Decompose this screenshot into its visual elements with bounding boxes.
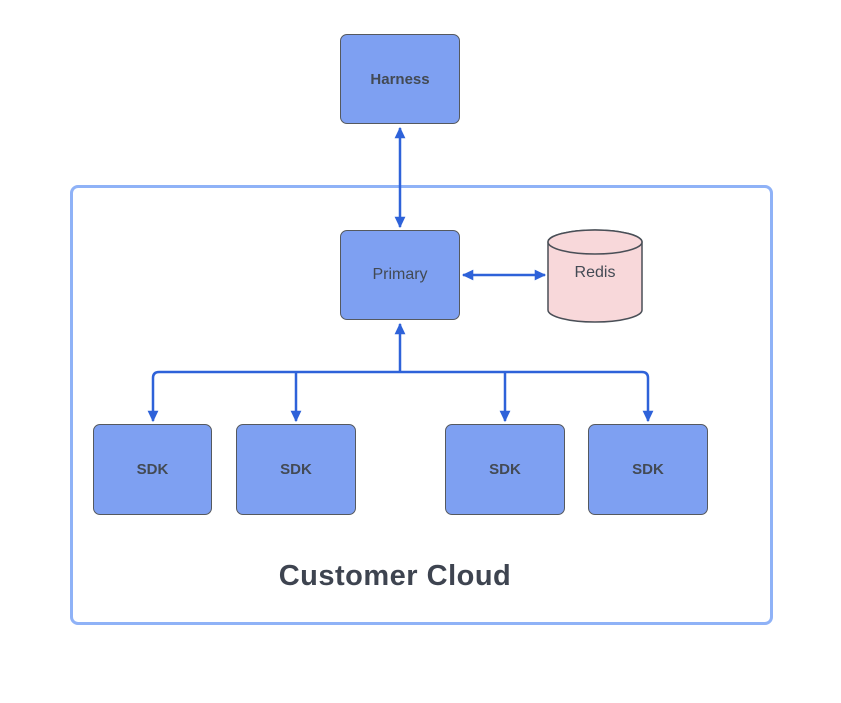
primary-node: Primary bbox=[340, 230, 460, 320]
harness-node: Harness bbox=[340, 34, 460, 124]
primary-node-label: Primary bbox=[372, 266, 428, 283]
customer-cloud-label: Customer Cloud bbox=[278, 560, 512, 592]
sdk-node-1: SDK bbox=[93, 424, 212, 515]
harness-node-label: Harness bbox=[370, 70, 430, 88]
sdk-node-3-label: SDK bbox=[489, 461, 521, 478]
sdk-node-1-label: SDK bbox=[136, 461, 169, 478]
redis-node-label: Redis bbox=[574, 264, 616, 281]
sdk-node-4: SDK bbox=[588, 424, 708, 515]
sdk-node-4-label: SDK bbox=[632, 461, 664, 478]
sdk-node-2: SDK bbox=[236, 424, 356, 515]
customer-cloud-container bbox=[70, 185, 773, 625]
sdk-node-2-label: SDK bbox=[280, 461, 312, 478]
sdk-node-3: SDK bbox=[445, 424, 565, 515]
